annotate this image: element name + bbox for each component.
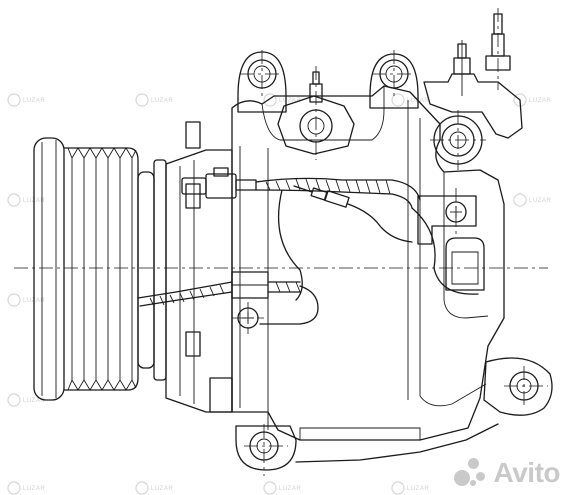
port-fitting-round: [430, 110, 486, 170]
svg-text:LUZAR: LUZAR: [23, 98, 45, 104]
body-base-edge: [295, 423, 499, 463]
luzar-logo: LUZAR: [7, 93, 45, 107]
avito-wordmark: Avito: [493, 457, 561, 488]
discharge-port: [423, 40, 523, 139]
clutch-connector: [181, 167, 257, 199]
svg-text:LUZAR: LUZAR: [279, 486, 301, 492]
svg-text:LUZAR: LUZAR: [529, 98, 551, 104]
compressor-body: [231, 85, 505, 441]
pulley: [33, 137, 167, 401]
luzar-logo: LUZAR: [7, 193, 45, 207]
service-valve-stud: [485, 8, 511, 90]
ground-screw: [232, 302, 264, 334]
luzar-logo: LUZAR: [135, 93, 173, 107]
luzar-logo: LUZAR: [513, 193, 551, 207]
front-housing: [165, 121, 233, 413]
right-mounting-ear: [483, 357, 553, 416]
luzar-logo: LUZAR: [7, 293, 45, 307]
luzar-logo: LUZAR: [391, 93, 429, 107]
bottom-mounting-ear: [235, 424, 297, 476]
svg-text:LUZAR: LUZAR: [151, 98, 173, 104]
svg-text:LUZAR: LUZAR: [23, 486, 45, 492]
svg-text:LUZAR: LUZAR: [279, 98, 301, 104]
top-left-mounting-ear: [237, 50, 287, 113]
avito-logo-icon: [453, 458, 488, 488]
luzar-logo: LUZAR: [263, 481, 301, 495]
luzar-logo: LUZAR: [7, 481, 45, 495]
svg-text:LUZAR: LUZAR: [151, 486, 173, 492]
luzar-logo: LUZAR: [7, 393, 45, 407]
lower-wire-clip: [231, 271, 269, 299]
luzar-logo: LUZAR: [135, 481, 173, 495]
right-lower-boss: [445, 237, 485, 291]
svg-text:LUZAR: LUZAR: [23, 398, 45, 404]
control-valve: [277, 66, 355, 160]
svg-text:LUZAR: LUZAR: [529, 198, 551, 204]
wire-harness: [137, 177, 479, 325]
right-bracket: [417, 188, 477, 245]
luzar-logo: LUZAR: [391, 481, 429, 495]
top-middle-mounting-ear: [369, 50, 419, 109]
avito-watermark: Avito: [453, 457, 561, 489]
luzar-logo: LUZAR: [263, 93, 301, 107]
svg-text:LUZAR: LUZAR: [407, 486, 429, 492]
